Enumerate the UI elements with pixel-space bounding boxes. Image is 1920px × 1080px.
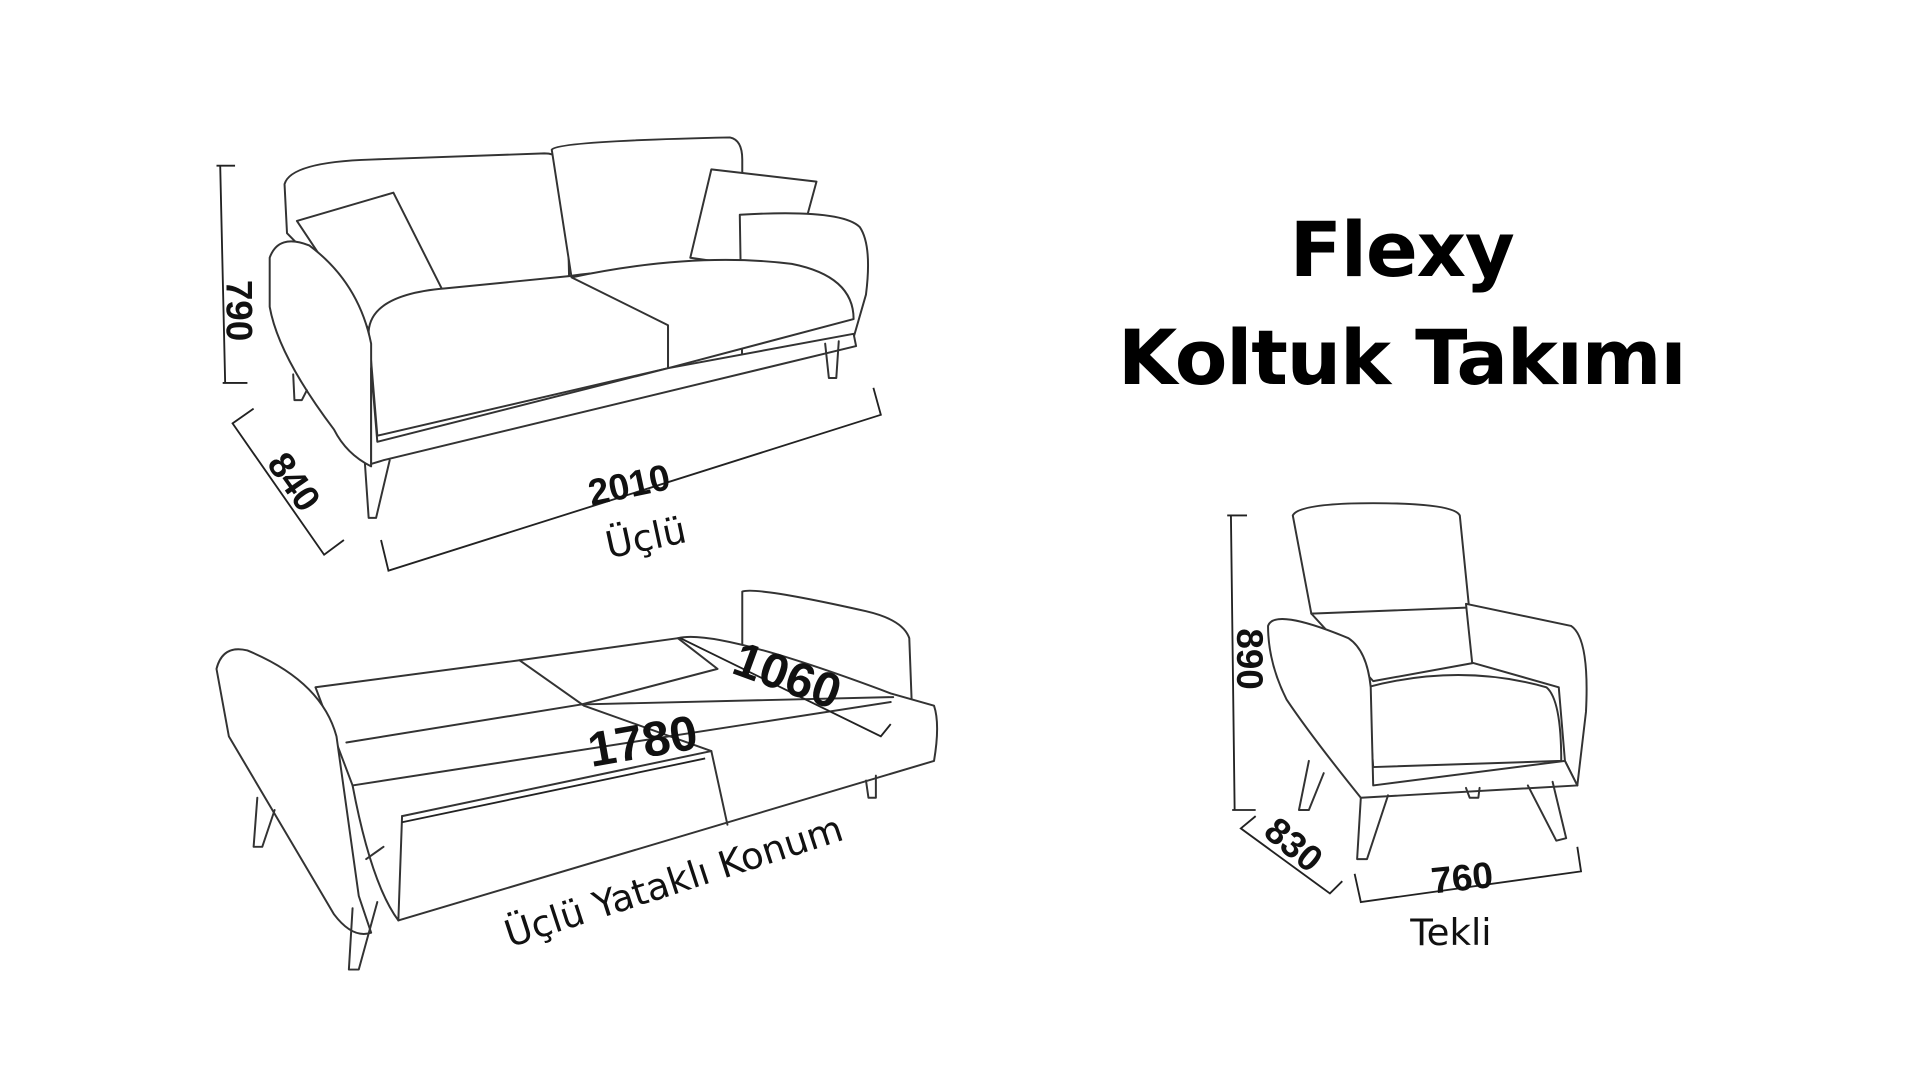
title-line-1: Flexy xyxy=(1290,206,1514,295)
armchair-caption: Tekli xyxy=(1409,911,1491,954)
sofa-drawing xyxy=(268,136,870,519)
title-line-2: Koltuk Takımı xyxy=(1118,314,1686,403)
sofa-caption: Üçlü xyxy=(602,508,691,567)
sofa-bed-drawing xyxy=(215,589,939,971)
armchair-height-label: 890 xyxy=(1229,628,1270,689)
sofa-width-label: 2010 xyxy=(584,456,673,513)
armchair-dimensions: 890 830 760 Tekli xyxy=(1227,514,1583,954)
armchair-depth-label: 830 xyxy=(1257,809,1331,880)
sofa-height-label: 790 xyxy=(218,280,259,341)
armchair-drawing xyxy=(1267,502,1588,861)
armchair-width-label: 760 xyxy=(1429,854,1495,901)
sofa-depth-label: 840 xyxy=(259,445,328,519)
